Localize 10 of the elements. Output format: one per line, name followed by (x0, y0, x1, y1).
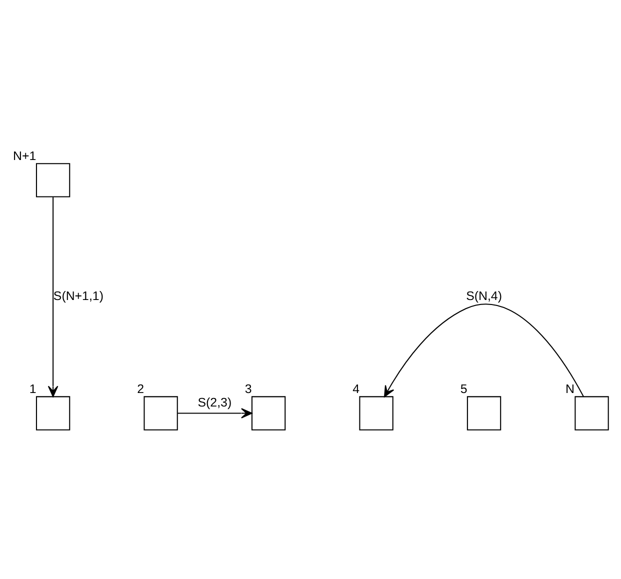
node-label: 4 (352, 382, 360, 396)
node-label: N+1 (13, 148, 36, 163)
edge-label: S(N+1,1) (53, 288, 104, 302)
node-label: 3 (244, 382, 252, 396)
edge-label: S(2,3) (198, 395, 232, 410)
node-label: 5 (460, 382, 468, 396)
edge-label: S(N,4) (466, 288, 502, 302)
node-label: 2 (137, 382, 144, 396)
node-label: N (566, 382, 575, 396)
node-label: 1 (29, 382, 36, 396)
